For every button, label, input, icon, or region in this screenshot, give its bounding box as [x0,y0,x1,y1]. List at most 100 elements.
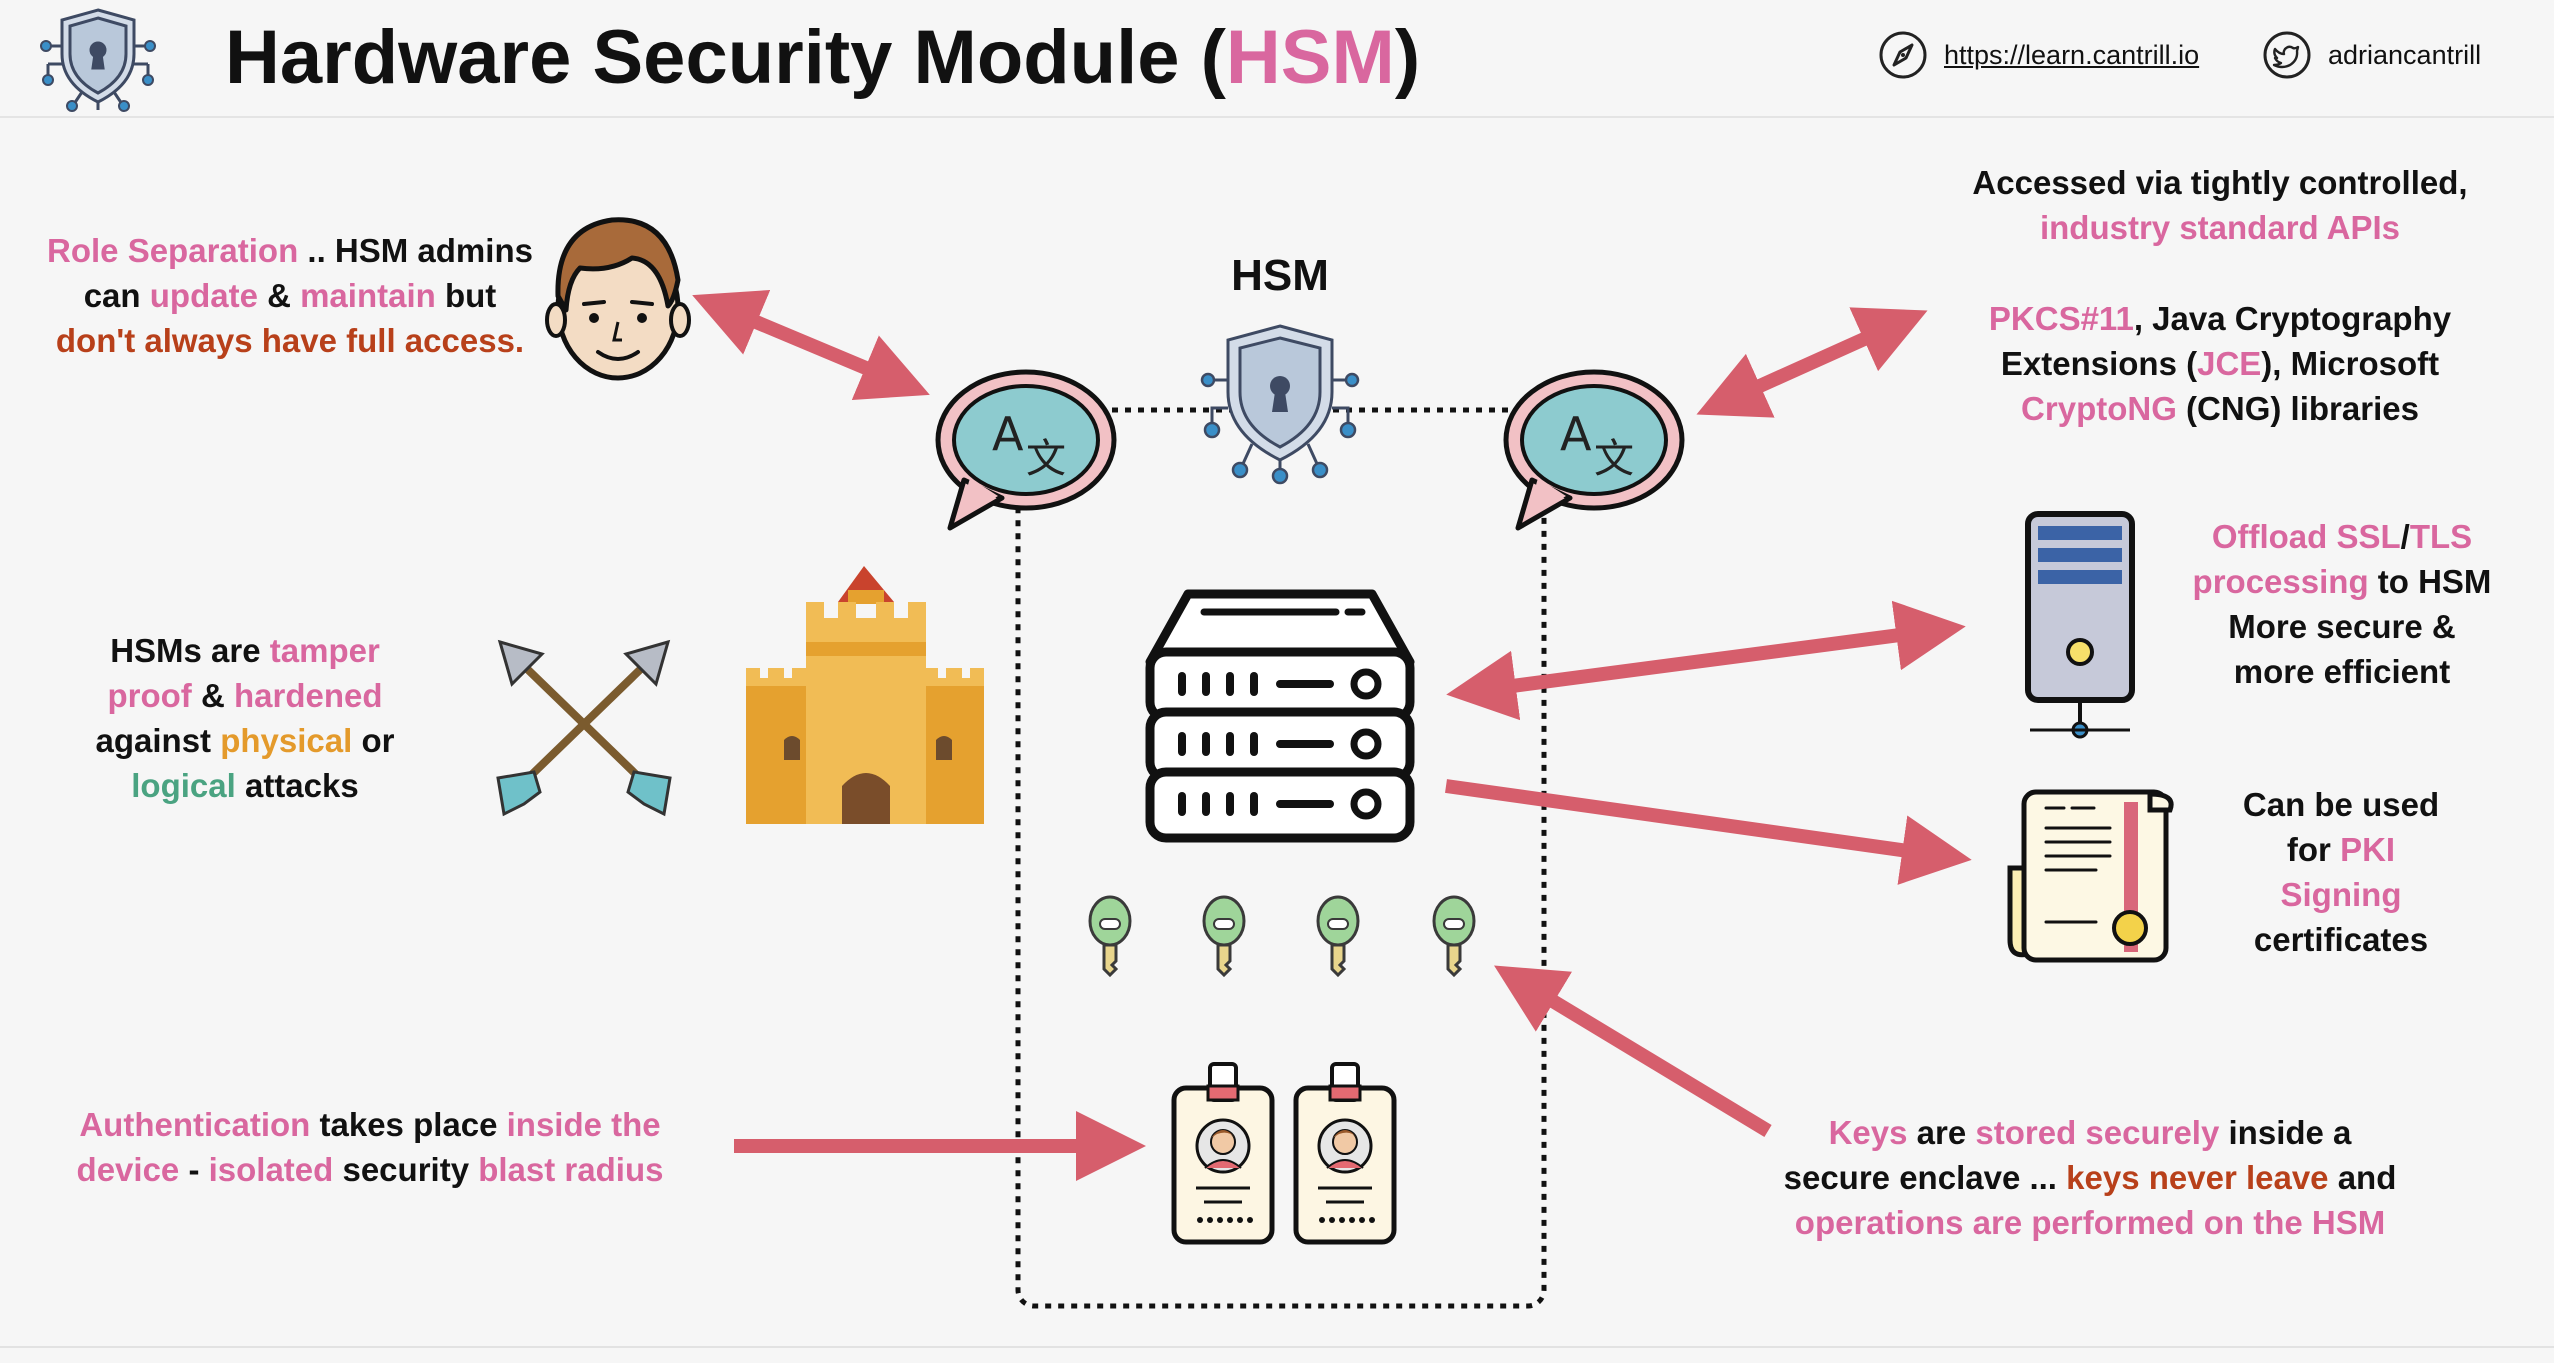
role-line-1: Role Separation .. HSM admins [20,228,560,273]
svg-text:文: 文 [1594,436,1634,482]
auth-takes-place: takes place [310,1106,507,1143]
tamper-line-1: HSMs are tamper [60,628,430,673]
svg-text:文: 文 [1026,436,1066,482]
keys-never-leave: keys never leave [2066,1159,2329,1196]
tamper-line-4: logical attacks [60,763,430,808]
page-title: Hardware Security Module (HSM) [225,8,1420,108]
key-icon [1202,895,1246,978]
offload-line-1: Offload SSL/TLS [2170,514,2514,559]
tamper-hsms-are: HSMs are [110,632,270,669]
svg-text:A: A [1560,407,1592,461]
translate-bubble-icon: A 文 [1503,369,1685,531]
role-line-3: don't always have full access. [55,322,525,359]
auth-security: security [333,1151,479,1188]
twitter-bird-icon [2263,31,2311,79]
authentication-text: Authentication takes place inside the de… [30,1102,710,1192]
translate-bubble-icon: A 文 [935,369,1117,531]
auth-device: device [76,1151,180,1188]
role-but: but [435,277,497,314]
title-suffix: ) [1394,15,1421,100]
api-line-2: industry standard APIs [2039,209,2401,246]
tamper-logical: logical [131,767,236,804]
arrow-admin [692,289,930,401]
person-face-icon [545,217,691,381]
shield-lock-circuit-icon [40,8,156,112]
auth-isolated: isolated [208,1151,334,1188]
pki-text: Can be used for PKI Signing certificates [2200,782,2482,962]
keys-line-1: Keys are stored securely inside a [1720,1110,2460,1155]
api-libraries-text: PKCS#11, Java Cryptography Extensions (J… [1920,296,2520,431]
api-line-1: Accessed via tightly controlled, [1972,164,2468,201]
pki-term: PKI [2340,831,2396,868]
arrow-ssl [1446,600,1966,721]
key-icon [1088,895,1132,978]
keys-stored-securely: stored securely [1975,1114,2220,1151]
keys-are: are [1907,1114,1976,1151]
key-icon [1316,895,1360,978]
twitter-handle[interactable]: adriancantrill [2328,39,2482,70]
title-prefix: Hardware Security Module ( [225,15,1226,100]
tamper-line-3: against physical or [60,718,430,763]
api-access-text: Accessed via tightly controlled, industr… [1920,160,2520,250]
tamper-proof: proof [107,677,192,714]
arrow-pki [1445,779,1972,885]
auth-line-1: Authentication takes place inside the [30,1102,710,1147]
crossed-arrows-icon [496,639,672,817]
bottom-divider [0,1346,2554,1348]
api-line-5: CryptoNG (CNG) libraries [1920,386,2520,431]
keys-inside-a: inside a [2219,1114,2352,1151]
hsm-label: HSM [1231,251,1329,300]
header-bar: Hardware Security Module (HSM) https://l… [0,0,2554,118]
offload-ssl: Offload SSL [2211,518,2401,555]
api-jce: JCE [2197,345,2262,382]
auth-blast-radius: blast radius [478,1151,664,1188]
shield-lock-circuit-icon [1200,324,1360,485]
castle-icon [746,566,984,824]
tamper-hardened: hardened [233,677,383,714]
auth-term: Authentication [79,1106,311,1143]
role-amp: & [257,277,301,314]
offload-processing: processing [2192,563,2369,600]
hsm-boundary [1015,407,1547,1309]
desktop-tower-icon [2025,511,2135,739]
compass-icon [1879,31,1927,79]
pki-line-2: for PKI [2200,827,2482,872]
offload-to-hsm: to HSM [2368,563,2492,600]
server-rack-icon [1145,589,1415,843]
offload-slash: / [2400,518,2410,555]
keys-text: Keys are stored securely inside a secure… [1720,1110,2460,1245]
api-line-3: PKCS#11, Java Cryptography [1920,296,2520,341]
keys-line-3: operations are performed on the HSM [1794,1204,2386,1241]
api-cryptong: CryptoNG [2021,390,2177,427]
tamper-word: tamper [269,632,380,669]
role-line-1-rest: .. HSM admins [298,232,533,269]
role-maintain: maintain [300,277,436,314]
tamper-attacks: attacks [235,767,359,804]
arrow-api [1696,307,1928,418]
role-update: update [149,277,258,314]
website-link[interactable]: https://learn.cantrill.io [1944,39,2200,70]
tamper-against: against [95,722,221,759]
offload-text: Offload SSL/TLS processing to HSM More s… [2170,514,2514,694]
offload-line-4: more efficient [2233,653,2451,690]
role-can: can [83,277,150,314]
keys-and: and [2328,1159,2397,1196]
pki-line-3: Signing [2280,876,2402,913]
api-java-crypto: , Java Cryptography [2133,300,2452,337]
tamper-amp: & [191,677,234,714]
api-pkcs11: PKCS#11 [1988,300,2134,337]
offload-line-3: More secure & [2228,608,2456,645]
keys-line-2: secure enclave ... keys never leave and [1720,1155,2460,1200]
twitter-group: adriancantrill [2262,28,2481,82]
pki-for: for [2286,831,2341,868]
auth-inside-the: inside the [506,1106,661,1143]
api-microsoft: ), Microsoft [2261,345,2440,382]
key-icon [1432,895,1476,978]
api-extensions: Extensions ( [2000,345,2198,382]
tamper-physical: physical [220,722,353,759]
offload-tls: TLS [2409,518,2473,555]
svg-text:A: A [992,407,1024,461]
api-line-4: Extensions (JCE), Microsoft [1920,341,2520,386]
title-highlight: HSM [1225,15,1395,100]
